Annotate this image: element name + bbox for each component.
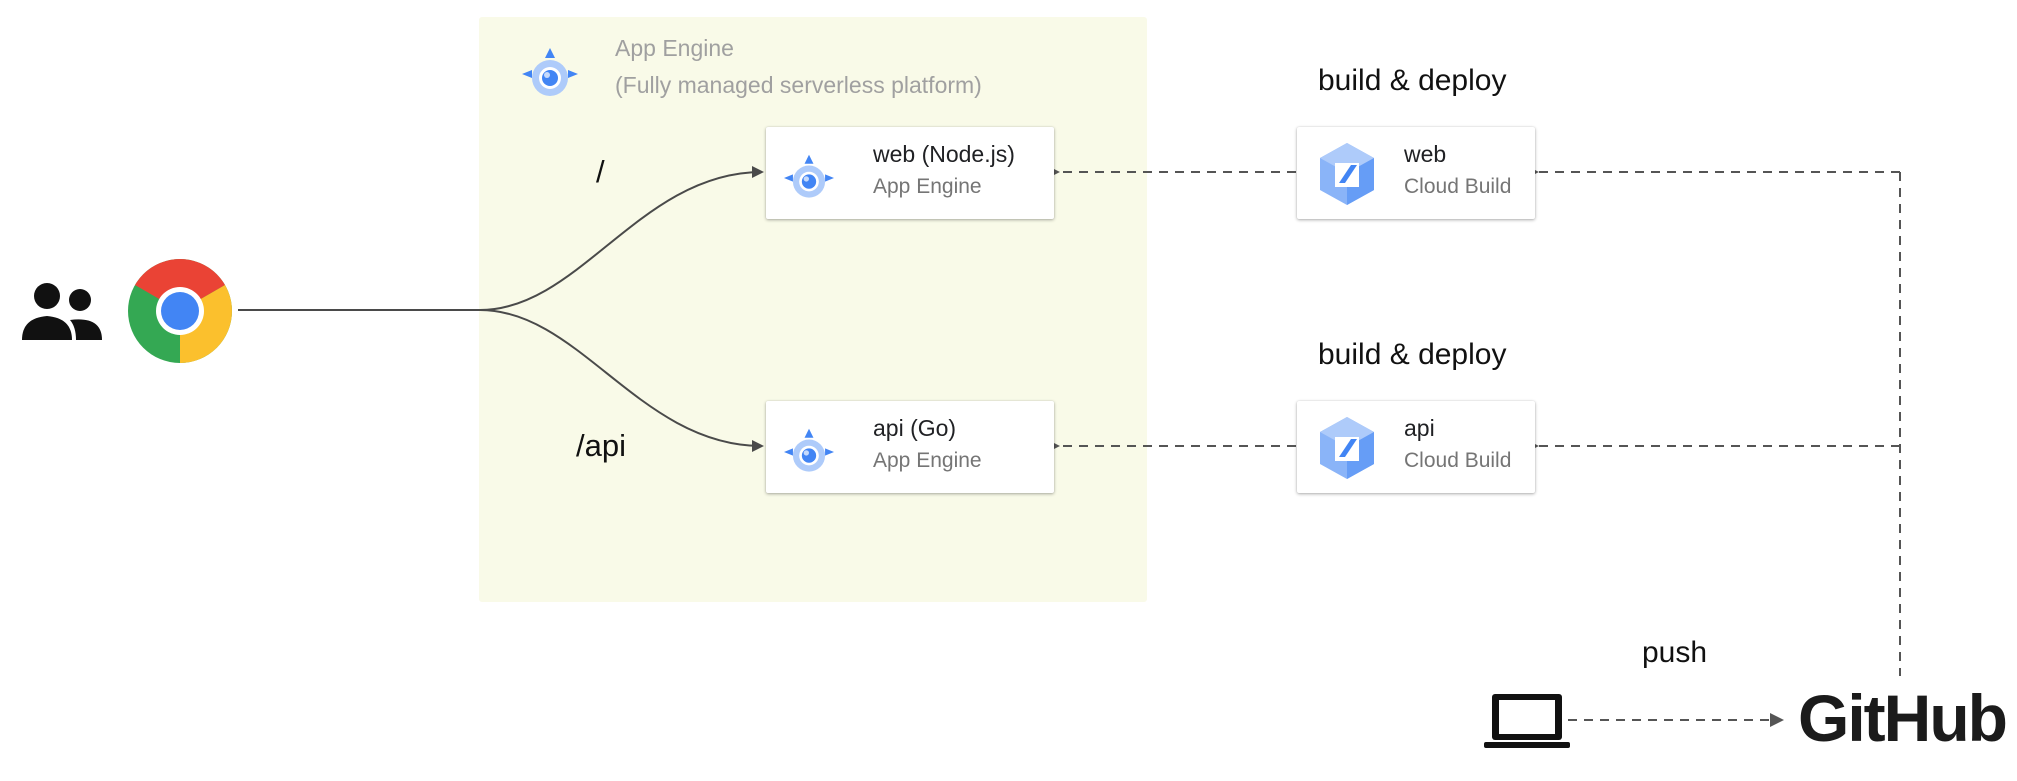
cloud-build-icon — [1317, 415, 1377, 481]
app-engine-region — [479, 17, 1147, 602]
cloud-build-icon — [1317, 141, 1377, 207]
route-arrow-api — [479, 309, 764, 452]
laptop-icon — [1484, 690, 1570, 750]
service-card-web[interactable]: web (Node.js) App Engine — [766, 127, 1054, 219]
build-name: api — [1404, 415, 1435, 441]
region-subtitle: (Fully managed serverless platform) — [615, 72, 982, 98]
build-card-web[interactable]: web Cloud Build — [1297, 127, 1535, 219]
route-label-api: /api — [576, 428, 626, 463]
region-title: App Engine — [615, 35, 734, 61]
route-arrow-web — [479, 166, 764, 311]
app-engine-icon — [780, 153, 838, 203]
build-platform: Cloud Build — [1404, 175, 1512, 198]
build-platform: Cloud Build — [1404, 449, 1512, 472]
chrome-icon — [127, 258, 233, 364]
service-platform: App Engine — [873, 449, 982, 472]
build-name: web — [1404, 141, 1447, 167]
region-app-engine-icon — [518, 46, 582, 102]
push-label: push — [1642, 636, 1708, 669]
route-label-web: / — [596, 154, 605, 189]
github-logo: GitHub — [1798, 681, 2008, 755]
users-icon — [20, 280, 104, 342]
service-platform: App Engine — [873, 175, 982, 198]
build-deploy-label-api: build & deploy — [1318, 338, 1507, 371]
service-card-api[interactable]: api (Go) App Engine — [766, 401, 1054, 493]
build-deploy-label-web: build & deploy — [1318, 64, 1507, 97]
app-engine-icon — [780, 427, 838, 477]
service-name: web (Node.js) — [873, 141, 1015, 167]
service-name: api (Go) — [873, 415, 957, 441]
build-card-api[interactable]: api Cloud Build — [1297, 401, 1535, 493]
